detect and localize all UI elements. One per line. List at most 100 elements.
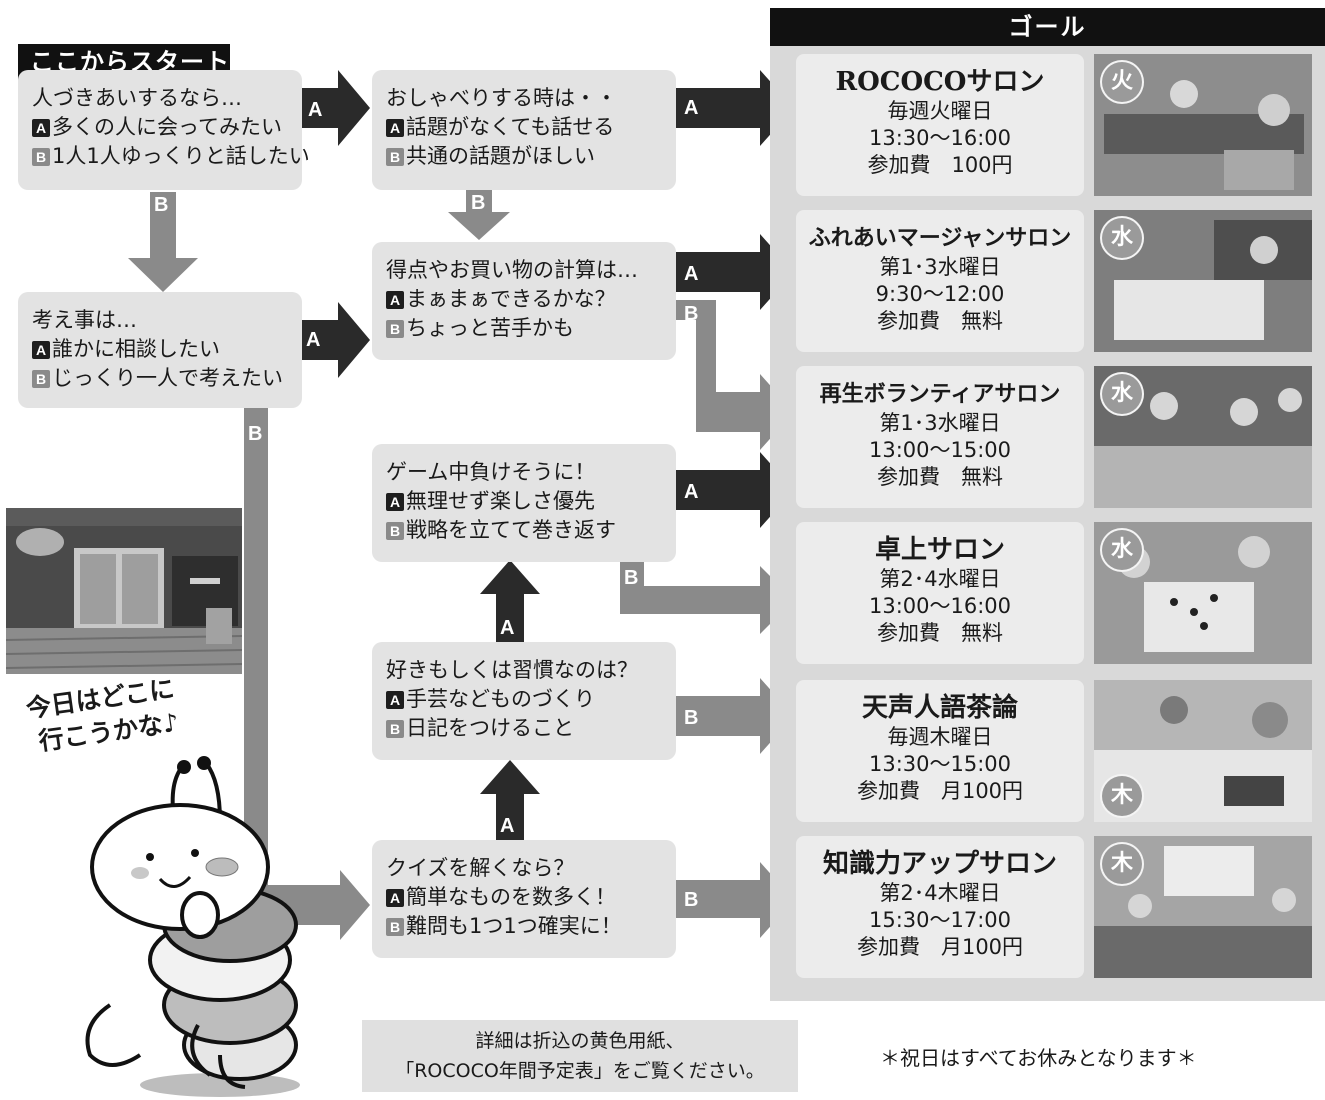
- option-b-icon: B: [32, 370, 50, 388]
- salon-time: 13:30～16:00: [868, 126, 1012, 150]
- option-a-text: 多くの人に会ってみたい: [52, 115, 282, 139]
- arrow-label-a: A: [500, 815, 514, 837]
- arrow-q7-a-up: [480, 760, 540, 840]
- question-title: クイズを解くなら？: [386, 856, 575, 880]
- option-b-icon: B: [386, 720, 404, 738]
- arrow-q5-b-goal: [620, 562, 794, 634]
- option-a-text: 誰かに相談したい: [52, 337, 220, 361]
- arrow-label-a: A: [500, 617, 514, 639]
- arrow-label-a: A: [308, 99, 322, 121]
- option-b-icon: B: [32, 148, 50, 166]
- option-b-text: ちょっと苦手かも: [406, 316, 574, 340]
- arrow-label-a: A: [684, 97, 698, 119]
- option-a-text: 無理せず楽しさ優先: [406, 489, 595, 513]
- option-b-icon: B: [386, 522, 404, 540]
- arrow-label-b: B: [684, 303, 698, 325]
- salon-photo-knowledge: 木: [1094, 836, 1312, 978]
- salon-card-volunteer: 再生ボランティアサロン 第1･3水曜日 13:00～15:00 参加費 無料: [796, 366, 1084, 508]
- option-b-text: 難問も1つ1つ確実に！: [406, 914, 622, 938]
- arrow-q7-b-goal: [676, 862, 794, 938]
- salon-schedule: 第1･3水曜日: [879, 411, 1001, 435]
- salon-fee: 参加費 月100円: [856, 779, 1024, 803]
- salon-card-tabletop: 卓上サロン 第2･4水曜日 13:00～16:00 参加費 無料: [796, 522, 1084, 664]
- day-badge: 水: [1102, 218, 1142, 258]
- option-a-text: 手芸などものづくり: [406, 687, 595, 711]
- salon-card-knowledge: 知識力アップサロン 第2･4木曜日 15:30～17:00 参加費 月100円: [796, 836, 1084, 978]
- holiday-note: ＊祝日はすべてお休みとなります＊: [880, 1046, 1197, 1070]
- salon-fee: 参加費 無料: [877, 465, 1003, 489]
- question-title: 好きもしくは習慣なのは？: [386, 658, 638, 682]
- day-badge: 水: [1102, 530, 1142, 570]
- question-title: おしゃべりする時は・・: [386, 86, 617, 110]
- salon-time: 15:30～17:00: [868, 908, 1012, 932]
- arrow-label-a: A: [684, 263, 698, 285]
- salon-card-tensei: 天声人語茶論 毎週木曜日 13:30～15:00 参加費 月100円: [796, 680, 1084, 822]
- storefront-photo: [6, 508, 242, 674]
- salon-photo-volunteer: 水: [1094, 366, 1312, 508]
- salon-schedule: 毎週火曜日: [887, 99, 993, 123]
- salon-time: 13:00～16:00: [868, 594, 1012, 618]
- option-a-icon: A: [386, 291, 404, 309]
- option-a-icon: A: [32, 119, 50, 137]
- salon-photo-tensei: 木: [1094, 680, 1312, 822]
- arrow-q6-a-up: [480, 560, 540, 642]
- arrow-label-b: B: [248, 423, 262, 445]
- arrow-q2-a-goal: [676, 70, 794, 146]
- salon-photo-tabletop: 水: [1094, 522, 1312, 664]
- details-note-line-2: 「ROCOCO年間予定表」をご覧ください。: [395, 1060, 765, 1082]
- question-title: 得点やお買い物の計算は…: [386, 258, 638, 282]
- caterpillar-mascot: [85, 756, 300, 1097]
- salon-schedule: 第2･4水曜日: [879, 567, 1001, 591]
- salon-schedule: 毎週木曜日: [887, 725, 993, 749]
- arrow-label-a: A: [306, 329, 320, 351]
- arrow-label-b: B: [471, 192, 485, 214]
- salon-time: 9:30～12:00: [875, 282, 1005, 306]
- salon-fee: 参加費 無料: [877, 621, 1003, 645]
- salon-card-rococo: ROCOCOサロン 毎週火曜日 13:30～16:00 参加費 100円: [796, 54, 1084, 196]
- arrow-label-b: B: [154, 194, 168, 216]
- question-title: 人づきあいするなら…: [32, 86, 242, 110]
- arrow-q5-a-goal: [676, 452, 794, 528]
- trunk-b-line: [244, 408, 268, 898]
- arrow-q4-b-goal: [676, 300, 794, 450]
- arrow-q4-a-goal: [676, 234, 794, 310]
- salon-time: 13:30～15:00: [868, 752, 1012, 776]
- option-b-text: 1人1人ゆっくりと話したい: [52, 144, 310, 168]
- storefront-illustration: [6, 508, 242, 674]
- arrow-label-b: B: [684, 889, 698, 911]
- day-badge: 火: [1102, 62, 1142, 102]
- salon-fee: 参加費 無料: [877, 309, 1003, 333]
- salon-fee: 参加費 月100円: [856, 935, 1024, 959]
- salon-name: ROCOCOサロン: [835, 67, 1045, 97]
- salon-time: 13:00～15:00: [868, 438, 1012, 462]
- option-a-icon: A: [386, 119, 404, 137]
- salon-photo-rococo: 火: [1094, 54, 1312, 196]
- option-a-icon: A: [32, 341, 50, 359]
- goal-header: ゴール: [770, 8, 1325, 46]
- salon-photo-mahjong: 水: [1094, 210, 1312, 352]
- question-title: 考え事は…: [32, 308, 137, 332]
- salon-name: 知識力アップサロン: [822, 849, 1057, 879]
- details-note: 詳細は折込の黄色用紙、 「ROCOCO年間予定表」をご覧ください。: [362, 1020, 798, 1092]
- salon-name: 再生ボランティアサロン: [819, 381, 1061, 407]
- option-a-icon: A: [386, 691, 404, 709]
- salon-name: 卓上サロン: [874, 535, 1005, 565]
- option-b-text: 日記をつけること: [406, 716, 574, 740]
- salon-name: 天声人語茶論: [861, 693, 1018, 723]
- arrow-label-a: A: [684, 481, 698, 503]
- option-b-text: 戦略を立てて巻き返す: [406, 518, 616, 542]
- salon-card-mahjong: ふれあいマージャンサロン 第1･3水曜日 9:30～12:00 参加費 無料: [796, 210, 1084, 352]
- arrow-q1-b: [128, 192, 198, 292]
- day-badge: 木: [1102, 776, 1142, 816]
- option-a-text: まぁまぁできるかな？: [406, 287, 616, 311]
- option-a-text: 話題がなくても話せる: [406, 115, 615, 139]
- salon-name: ふれあいマージャンサロン: [808, 225, 1072, 251]
- option-a-icon: A: [386, 889, 404, 907]
- day-badge: 水: [1102, 374, 1142, 414]
